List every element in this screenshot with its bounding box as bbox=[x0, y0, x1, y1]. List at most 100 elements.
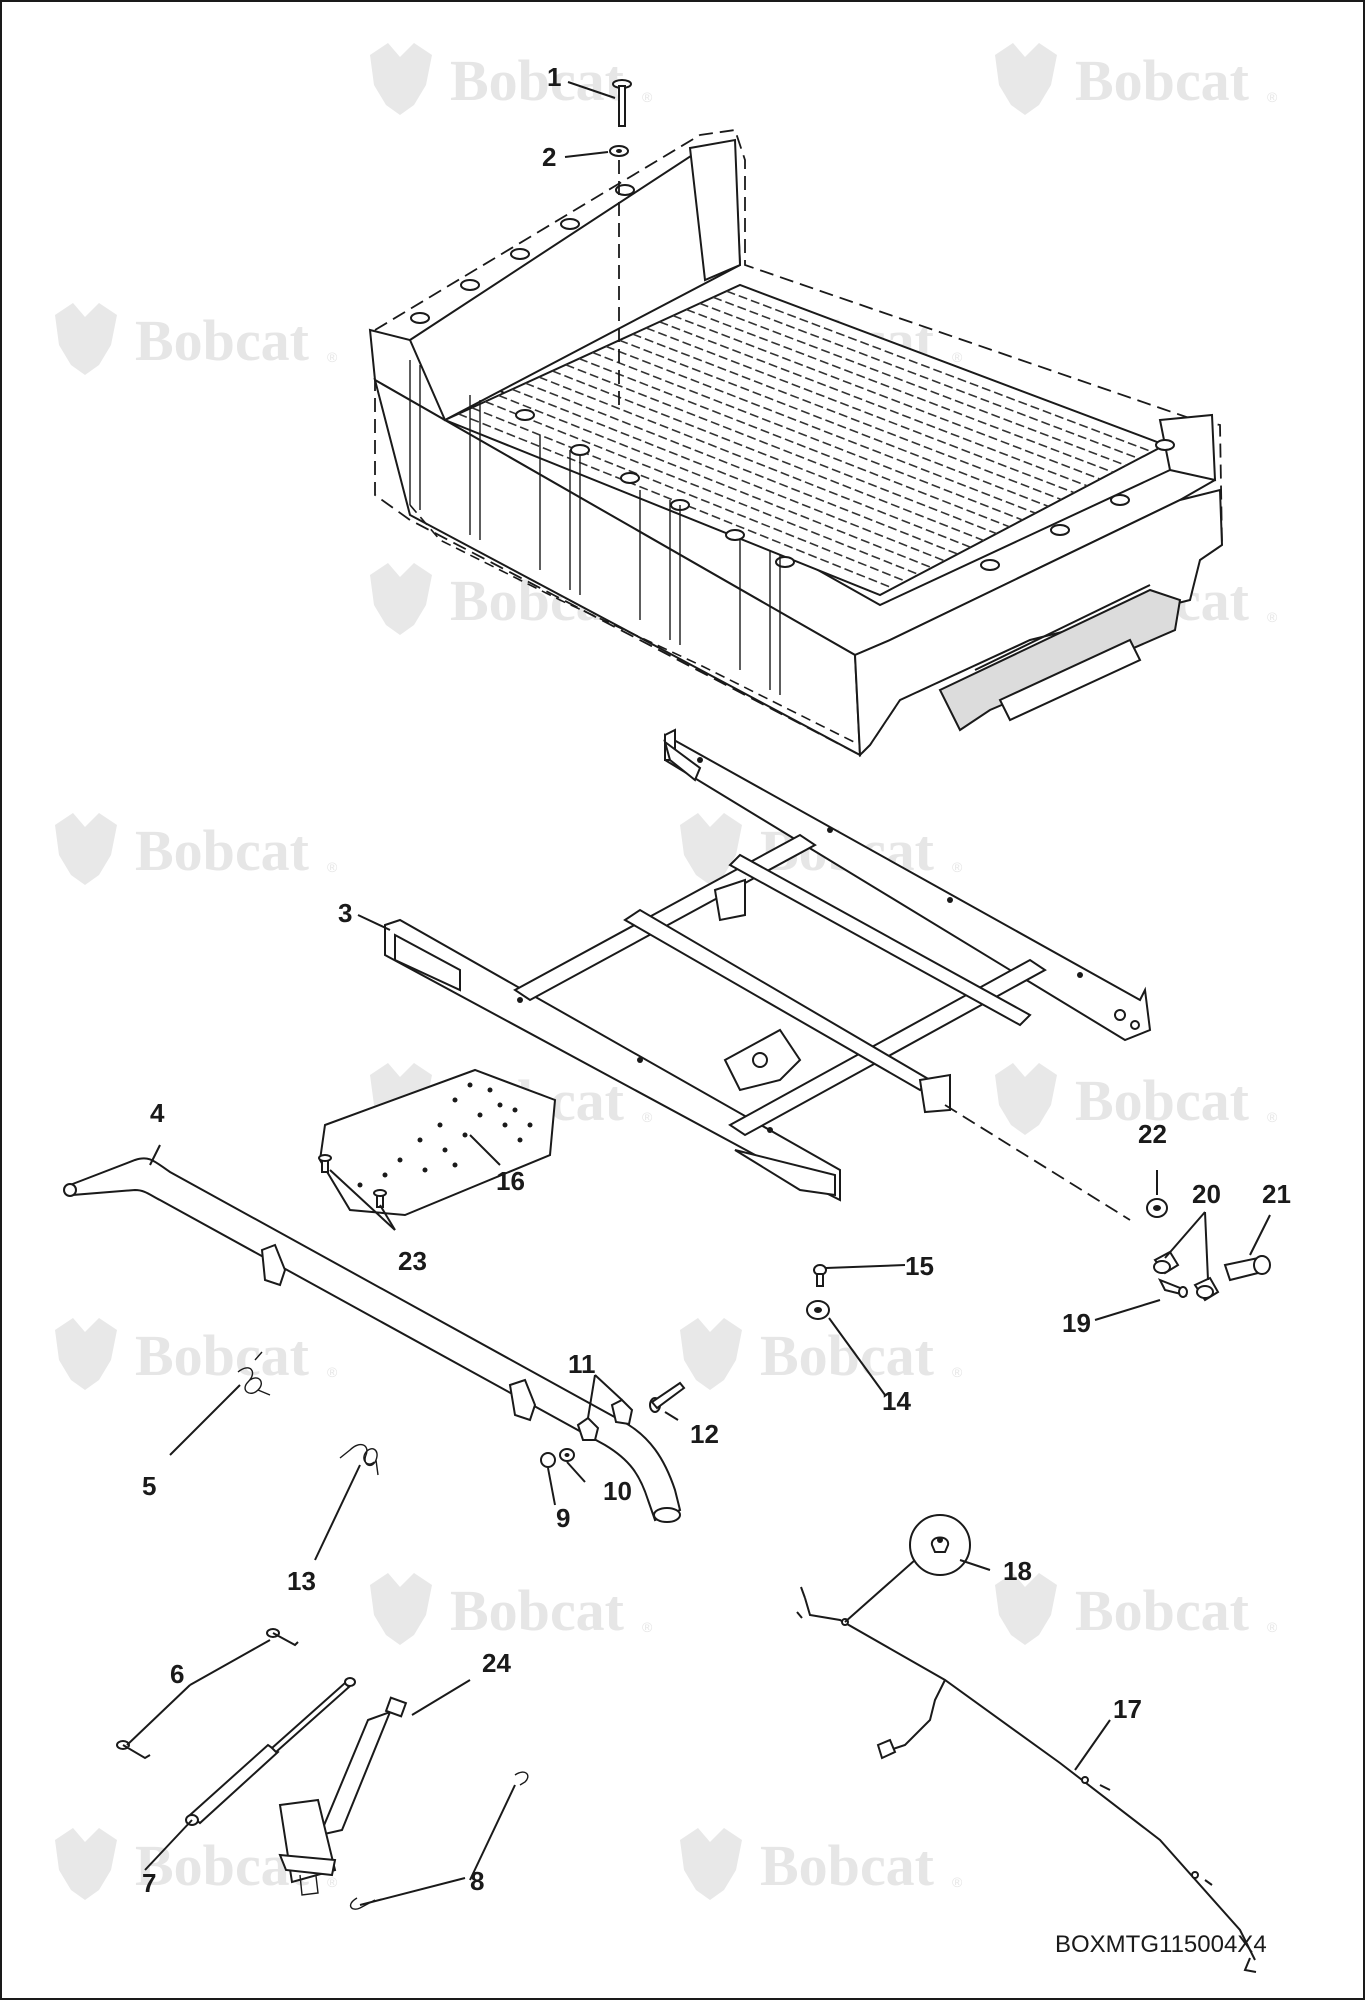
watermark-text: Bobcat bbox=[135, 1833, 310, 1898]
bobcat-logo-icon bbox=[370, 43, 432, 115]
watermark-registered-mark: ® bbox=[1267, 1109, 1278, 1125]
bobcat-logo-icon bbox=[995, 1063, 1057, 1135]
watermark-11: Bobcat® bbox=[55, 1318, 338, 1390]
callout-15: 15 bbox=[905, 1251, 934, 1281]
watermark-text: Bobcat bbox=[135, 1323, 310, 1388]
watermark-12: Bobcat ® bbox=[680, 1318, 963, 1390]
watermark-16: Bobcat® bbox=[680, 1828, 963, 1900]
grommet-part-18 bbox=[844, 1514, 971, 1623]
callout-10: 10 bbox=[603, 1476, 632, 1506]
watermark-text: Bobcat bbox=[135, 308, 310, 373]
watermark-3: Bobcat ® bbox=[55, 303, 338, 375]
plate-hole bbox=[497, 1102, 503, 1108]
watermark-text: Bobcat bbox=[1075, 1578, 1250, 1643]
release-rod-part-4 bbox=[63, 1157, 682, 1523]
watermark-text: Bobcat bbox=[1075, 48, 1250, 113]
watermark-text: Bobcat bbox=[760, 1833, 935, 1898]
floor-slat bbox=[645, 327, 1075, 494]
clip-part-8 bbox=[349, 1771, 529, 1910]
plate-hole bbox=[527, 1122, 533, 1128]
callout-1: 1 bbox=[547, 62, 561, 92]
watermark-registered-mark: ® bbox=[952, 859, 963, 875]
spring-part-13 bbox=[339, 1443, 379, 1476]
callout-20: 20 bbox=[1192, 1179, 1221, 1209]
watermark-text: Bobcat bbox=[1075, 1068, 1250, 1133]
watermark-7: Bobcat® bbox=[55, 813, 338, 885]
plate-hole bbox=[437, 1122, 443, 1128]
floor-slat bbox=[686, 308, 1114, 474]
bobcat-logo-icon bbox=[55, 303, 117, 375]
bobcat-logo-icon bbox=[995, 43, 1057, 115]
watermark-registered-mark: ® bbox=[327, 349, 338, 365]
watermark-registered-mark: ® bbox=[1267, 1619, 1278, 1635]
callout-23: 23 bbox=[398, 1246, 427, 1276]
callout-21: 21 bbox=[1262, 1179, 1291, 1209]
plate-hole bbox=[382, 1172, 388, 1178]
watermark-10: Bobcat ® bbox=[995, 1063, 1278, 1135]
nut-part-9 bbox=[540, 1452, 556, 1468]
floor-slat bbox=[699, 302, 1127, 467]
watermark-registered-mark: ® bbox=[1267, 609, 1278, 625]
bolt-part-12 bbox=[649, 1381, 686, 1413]
drawing-reference-number: BOXMTG115004X4 bbox=[1055, 1931, 1267, 1958]
actuator-part-24 bbox=[278, 1696, 408, 1896]
watermark-registered-mark: ® bbox=[642, 1109, 653, 1125]
watermark-registered-mark: ® bbox=[642, 1619, 653, 1635]
plate-hole bbox=[422, 1167, 428, 1173]
watermark-text: Bobcat bbox=[760, 1323, 935, 1388]
plate-hole bbox=[452, 1162, 458, 1168]
watermark-registered-mark: ® bbox=[952, 349, 963, 365]
bolt-part-1 bbox=[612, 79, 632, 127]
bobcat-logo-icon bbox=[55, 1318, 117, 1390]
callout-12: 12 bbox=[690, 1419, 719, 1449]
watermark-1: Bobcat® bbox=[370, 43, 653, 115]
floor-slat bbox=[726, 290, 1153, 453]
floor-slat bbox=[672, 314, 1101, 480]
watermark-14: Bobcat ® bbox=[995, 1573, 1278, 1645]
plate-hole bbox=[462, 1132, 468, 1138]
callout-7: 7 bbox=[142, 1868, 156, 1898]
cargo-box bbox=[368, 129, 1224, 758]
floor-slat bbox=[632, 333, 1062, 501]
callout-22: 22 bbox=[1138, 1119, 1167, 1149]
callout-9: 9 bbox=[556, 1503, 570, 1533]
callout-4: 4 bbox=[150, 1098, 165, 1128]
rim-holes bbox=[410, 184, 1175, 571]
spring-part-5 bbox=[237, 1351, 271, 1396]
callout-18: 18 bbox=[1003, 1556, 1032, 1586]
washer-part-2 bbox=[609, 145, 629, 157]
watermark-text: Bobcat bbox=[135, 818, 310, 883]
floor-slat bbox=[592, 351, 1023, 521]
callout-16: 16 bbox=[496, 1166, 525, 1196]
clips-part-11 bbox=[576, 1398, 634, 1441]
callout-3: 3 bbox=[338, 898, 352, 928]
plate-hole bbox=[452, 1097, 458, 1103]
floor-slat bbox=[712, 296, 1140, 460]
bobcat-logo-icon bbox=[55, 1828, 117, 1900]
callout-17: 17 bbox=[1113, 1694, 1142, 1724]
callout-5: 5 bbox=[142, 1471, 156, 1501]
wire-harness-part-17 bbox=[796, 1586, 1257, 1973]
bobcat-logo-icon bbox=[680, 813, 742, 885]
nut-part-22 bbox=[1146, 1198, 1168, 1218]
floor-slat bbox=[605, 345, 1036, 514]
floor-slat bbox=[578, 357, 1010, 528]
plate-hole bbox=[487, 1087, 493, 1093]
watermark-2: Bobcat® bbox=[995, 43, 1278, 115]
plate-hole bbox=[517, 1137, 523, 1143]
plate-hole bbox=[477, 1112, 483, 1118]
callout-6: 6 bbox=[170, 1659, 184, 1689]
bed-frame-part-3 bbox=[384, 728, 1152, 1202]
callout-8: 8 bbox=[470, 1866, 484, 1896]
callout-14: 14 bbox=[882, 1386, 911, 1416]
floor-slat bbox=[659, 321, 1088, 487]
watermark-registered-mark: ® bbox=[952, 1364, 963, 1380]
bushings-part-20 bbox=[1153, 1250, 1220, 1302]
bobcat-logo-icon bbox=[995, 1573, 1057, 1645]
watermark-text: Bobcat bbox=[450, 48, 625, 113]
watermark-registered-mark: ® bbox=[327, 1874, 338, 1890]
plate-hole bbox=[502, 1122, 508, 1128]
plate-hole bbox=[357, 1182, 363, 1188]
